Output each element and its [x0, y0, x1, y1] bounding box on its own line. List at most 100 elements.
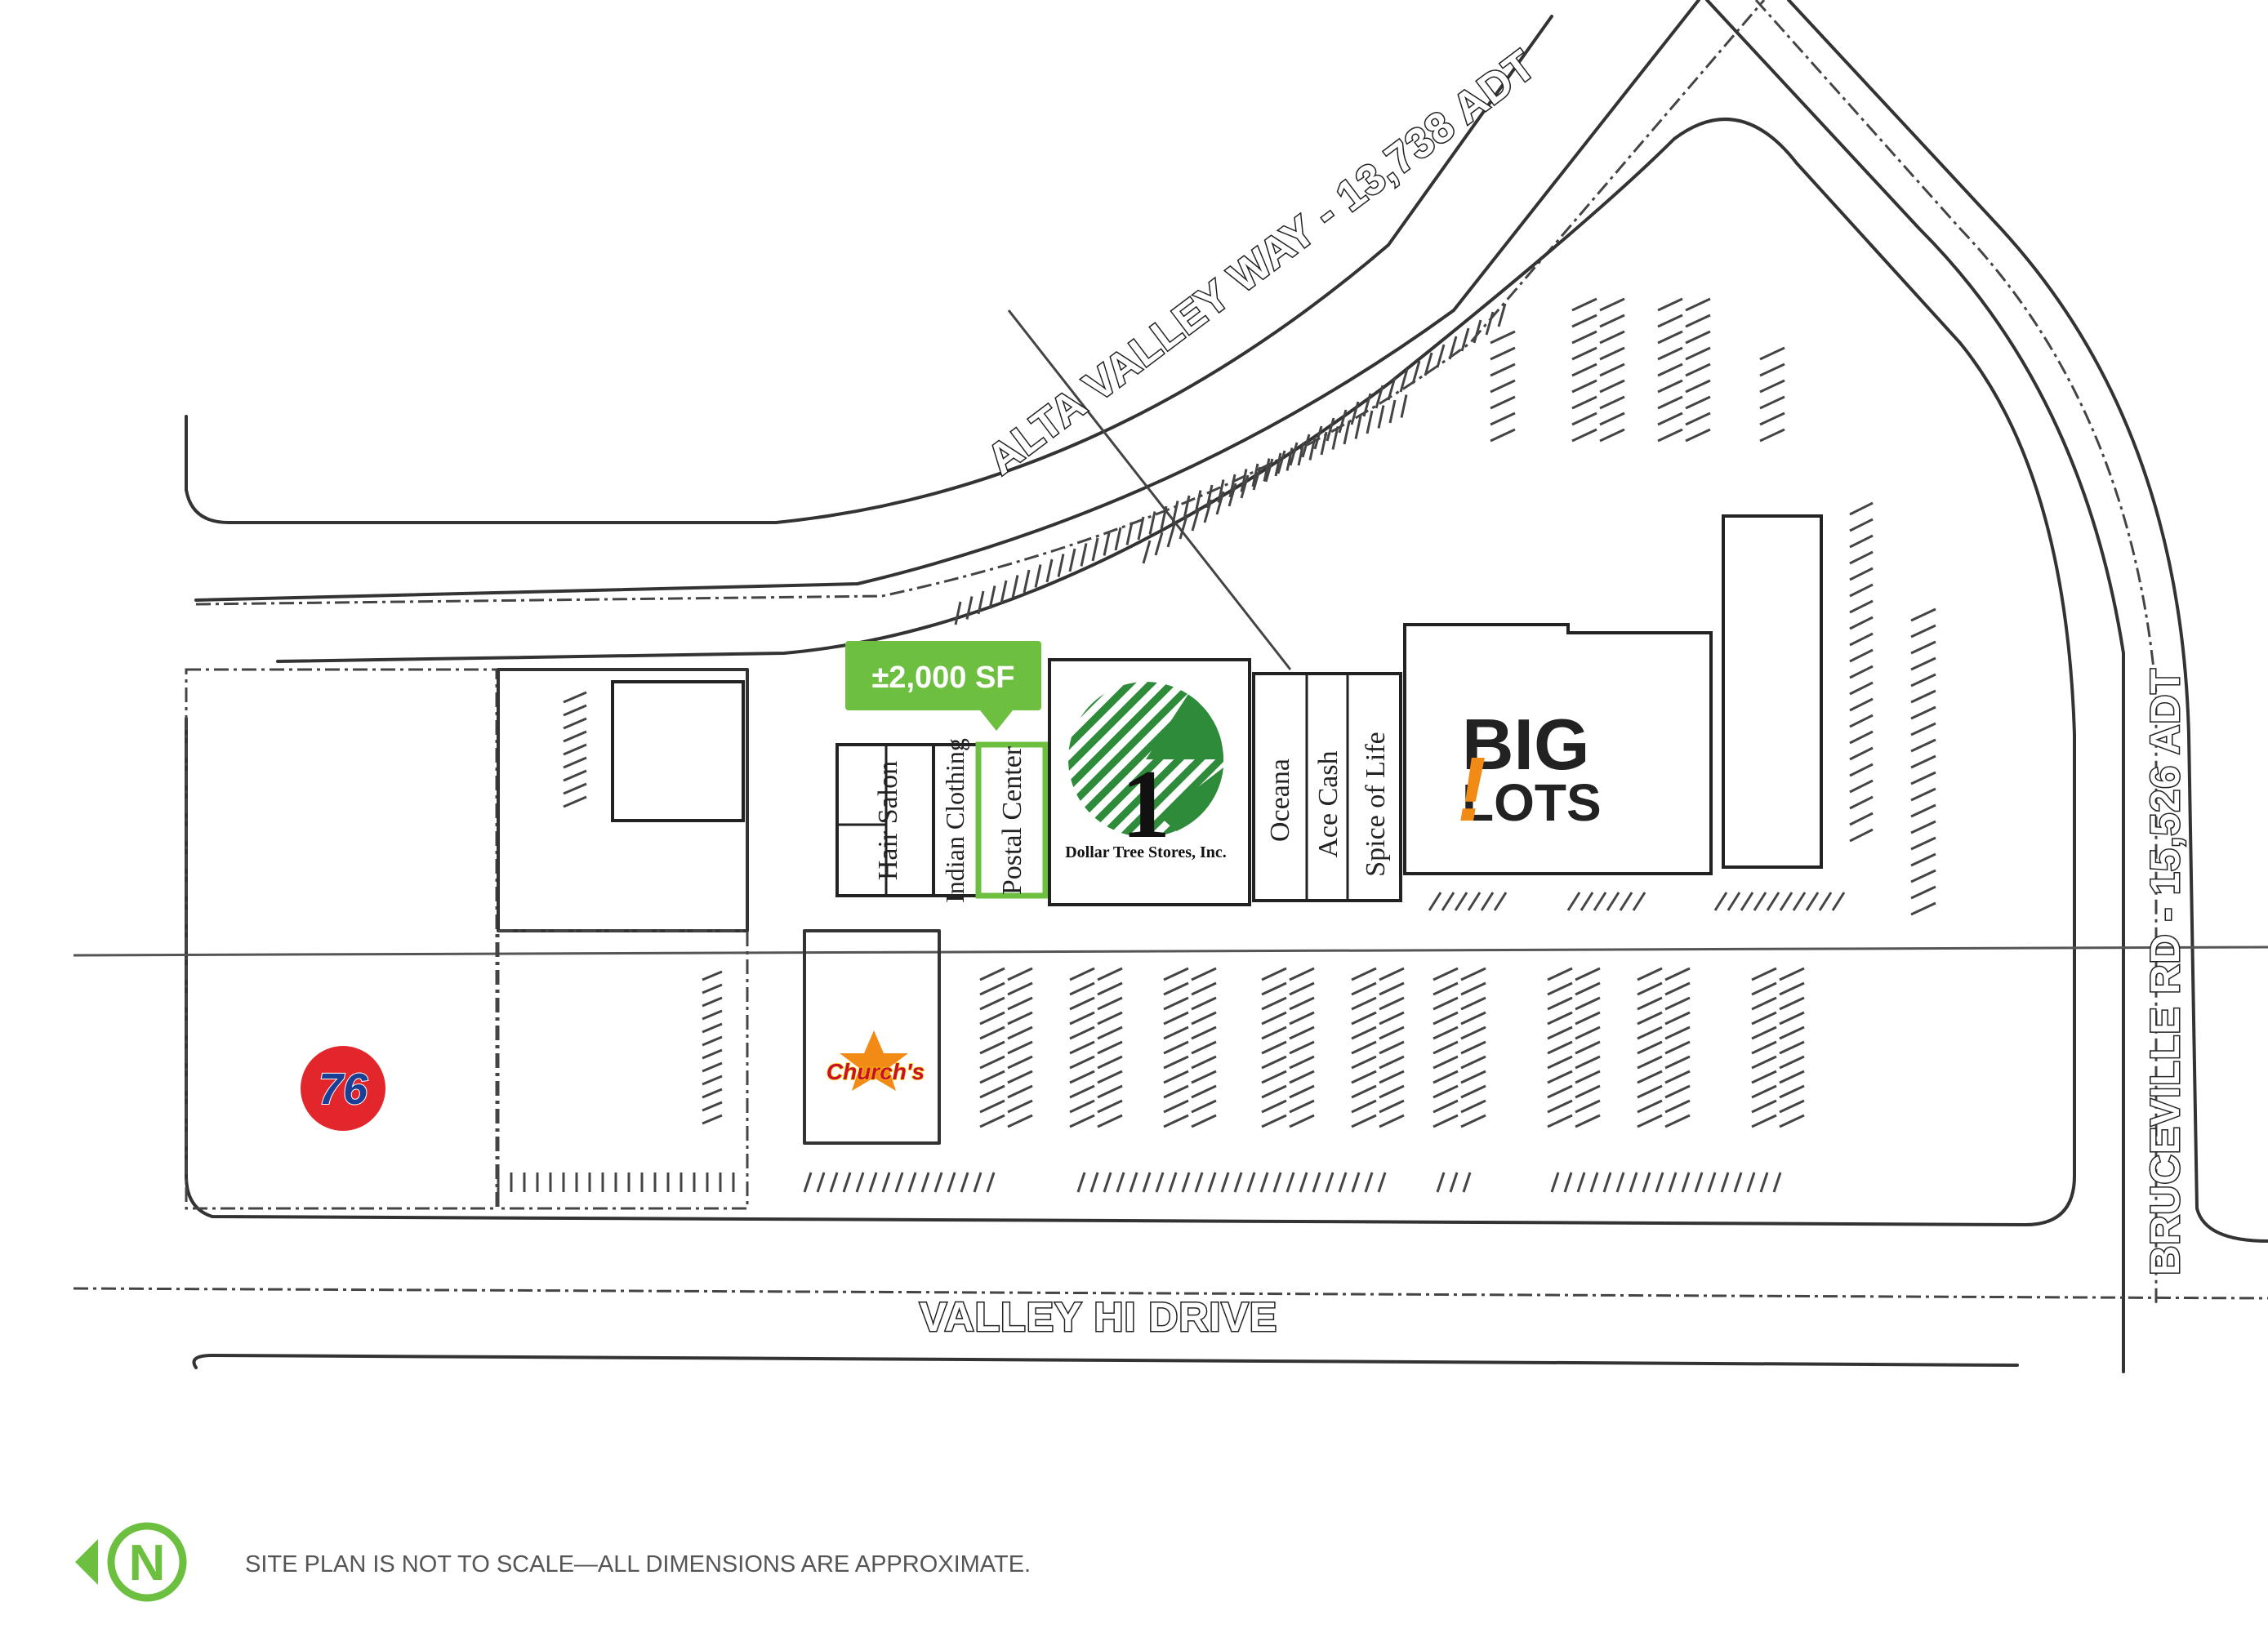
parking-stall [1779, 1040, 1805, 1055]
parking-stall [1097, 1040, 1123, 1055]
parking-stall [1433, 1099, 1459, 1114]
parking-stall [1849, 763, 1874, 777]
parking-stall [1142, 1172, 1152, 1193]
parking-stall [1351, 1172, 1361, 1193]
parking-stall [1155, 1172, 1165, 1193]
parking-stall [977, 590, 985, 615]
parking-stall [1023, 569, 1031, 594]
parking-stall [1694, 1172, 1704, 1193]
parking-stall [1849, 681, 1874, 696]
parking-stall [1599, 412, 1625, 426]
parking-stall [1751, 1055, 1777, 1070]
parking-stall [1751, 1040, 1777, 1055]
parking-stall [1910, 901, 1936, 916]
parking-stall [702, 1114, 723, 1125]
parking-stall [1388, 399, 1397, 424]
parking-stall [1575, 1026, 1601, 1040]
parking-stall [1285, 447, 1294, 471]
parking-stall [1103, 532, 1111, 556]
parking-stall [1606, 892, 1620, 911]
parking-stall [1289, 967, 1315, 981]
parking-stall [1685, 314, 1711, 328]
parking-stall [979, 1055, 1005, 1070]
parking-stall [1657, 428, 1683, 443]
parking-stall [1751, 1070, 1777, 1084]
parking-stall [1779, 1114, 1805, 1128]
parking-stall [1379, 996, 1405, 1011]
parking-stall [1473, 319, 1482, 344]
parking-stall [1733, 1172, 1743, 1193]
parking-stall [1228, 483, 1237, 507]
parking-stall [1657, 330, 1683, 345]
parking-stall [1664, 1070, 1691, 1084]
parking-stall [1034, 564, 1042, 588]
callout-size-label: ±2,000 SF [871, 661, 1014, 695]
parking-stall [1308, 437, 1317, 461]
parking-stall [1615, 1172, 1625, 1193]
parking-stall [1379, 967, 1405, 981]
station-76-label: 76 [319, 1065, 368, 1114]
parking-stall [1619, 892, 1633, 911]
parking-stall [1069, 1040, 1095, 1055]
parking-stall [1379, 1099, 1405, 1114]
parking-stall [1849, 616, 1874, 630]
parking-stall [702, 1009, 723, 1021]
parking-stall [1387, 376, 1397, 401]
parking-stall [1575, 1070, 1601, 1084]
parking-stall [1007, 981, 1033, 996]
shop-building-east [1252, 672, 1402, 902]
parking-stall [1664, 1099, 1691, 1114]
parking-stall [1664, 1011, 1691, 1026]
parking-stall [1490, 395, 1516, 410]
parking-stall [1366, 410, 1374, 434]
parking-stall [1602, 1172, 1612, 1193]
parking-stall [1849, 795, 1874, 810]
parking-stall [1191, 1026, 1217, 1040]
parking-stall [1575, 996, 1601, 1011]
parking-stall [1599, 395, 1625, 410]
parking-stall [1571, 412, 1597, 426]
parking-stall [1160, 505, 1168, 530]
parking-stall [1575, 1011, 1601, 1026]
parking-stall [1068, 548, 1076, 572]
parking-stall [1007, 967, 1033, 981]
parking-stall [1433, 996, 1459, 1011]
parking-stall [1910, 607, 1936, 622]
parking-stall [979, 1070, 1005, 1084]
parking-stall [1163, 1114, 1189, 1128]
parking-stall [1571, 314, 1597, 328]
parking-stall [1379, 1070, 1405, 1084]
parking-stall [1575, 967, 1601, 981]
parking-stall [1163, 1070, 1189, 1084]
parking-stall [1779, 1084, 1805, 1099]
parking-stall [1411, 360, 1421, 385]
parking-stall [1007, 1055, 1033, 1070]
parking-stall [1460, 981, 1486, 996]
parking-stall [1007, 1026, 1033, 1040]
parking-stall [1685, 428, 1711, 443]
parking-stall [563, 717, 587, 730]
parking-stall [702, 1088, 723, 1099]
parking-stall [1490, 330, 1516, 345]
parking-stall [979, 1040, 1005, 1055]
bruceville-road-edge-2 [1787, 0, 2268, 1243]
parking-stall [1849, 648, 1874, 663]
parking-stall [1910, 820, 1936, 834]
parking-stall [1007, 1114, 1033, 1128]
valley-hi-road-edge-1 [73, 1287, 2268, 1300]
parking-stall [1097, 1114, 1123, 1128]
parking-stall [816, 1172, 826, 1193]
parking-stall [1637, 1055, 1663, 1070]
parking-stall [1289, 1070, 1315, 1084]
available-space-callout[interactable]: ±2,000 SF [845, 641, 1041, 731]
parking-stall [1261, 1026, 1287, 1040]
parking-stall [1097, 1026, 1123, 1040]
parking-stall [1326, 417, 1335, 442]
parking-stall [1163, 1026, 1189, 1040]
parking-stall [1233, 1172, 1243, 1193]
parking-stall [1069, 1026, 1095, 1040]
parking-stall [1069, 1070, 1095, 1084]
parking-stall [702, 1035, 723, 1047]
parking-stall [1379, 981, 1405, 996]
parking-stall [1910, 836, 1936, 851]
